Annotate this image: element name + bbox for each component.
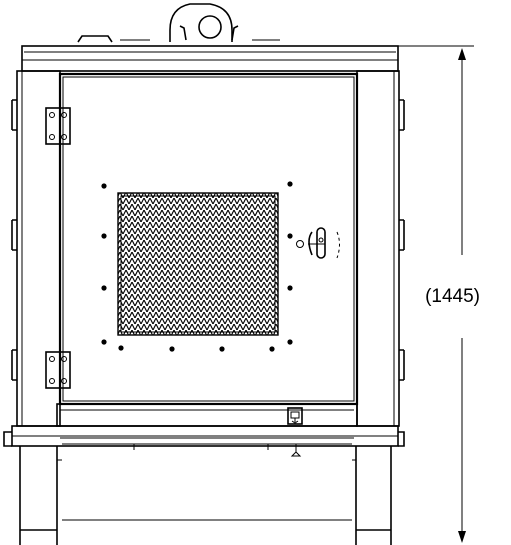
top-cap [21,35,399,72]
info-label-icon [287,407,303,425]
left-corner-post [11,70,61,427]
right-corner-post [356,70,405,427]
ventilation-grille [117,192,279,336]
mounting-bolts [101,181,293,352]
hinge-icon [45,107,71,145]
base-frame [3,403,405,457]
hinge-icon [45,351,71,389]
height-dimension-label: (1445) [425,286,480,307]
lifting-eye-icon [169,3,239,42]
skid-base [19,446,392,545]
height-dimension-line [398,45,474,543]
door-lock-icon [296,227,340,259]
